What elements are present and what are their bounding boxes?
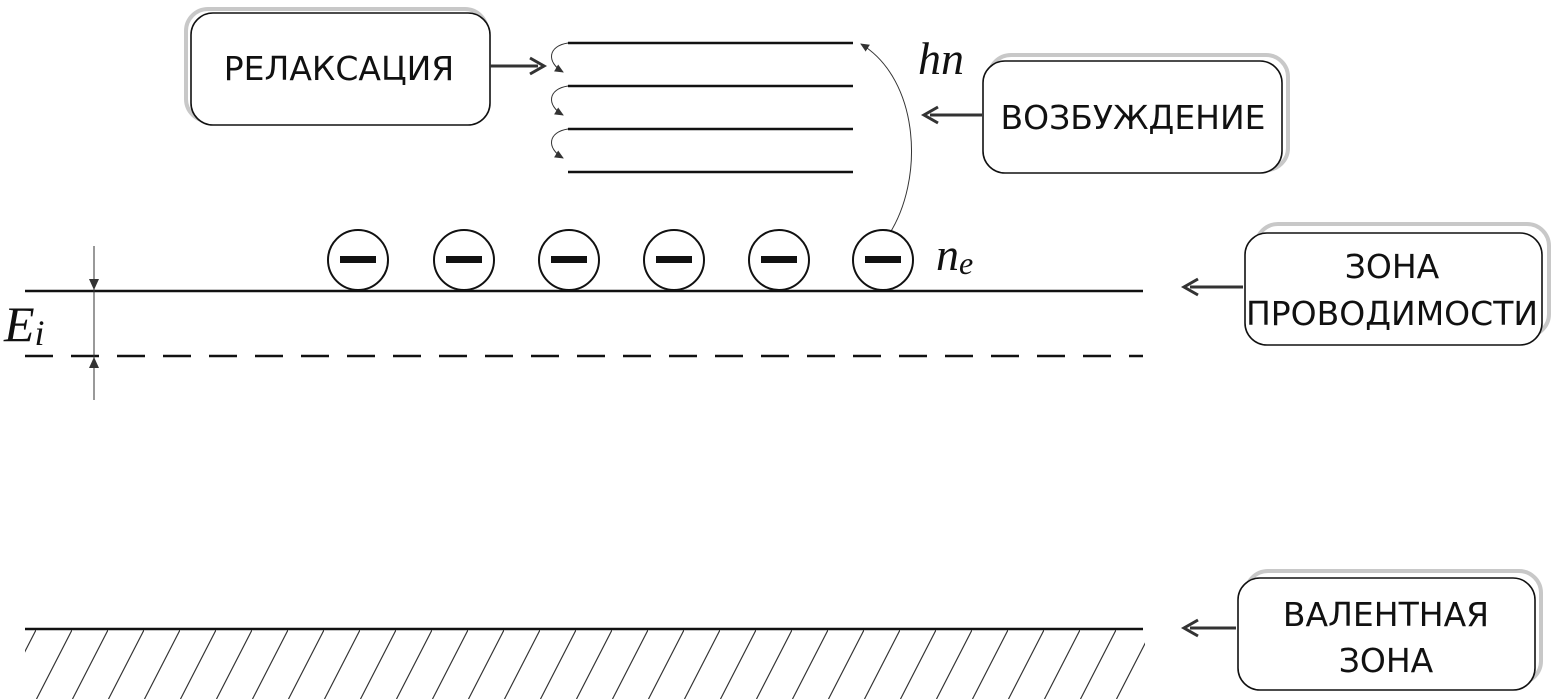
conduction-band-arrow: [1180, 277, 1243, 297]
relaxation-transitions: [551, 42, 569, 159]
electron: [538, 229, 600, 291]
energy-gap-marker: [89, 246, 99, 400]
excitation-box: ВОЗБУЖДЕНИЕ: [982, 53, 1290, 174]
relaxation-box: РЕЛАКСАЦИЯ: [184, 7, 491, 126]
electron: [433, 229, 495, 291]
valence-band-arrow: [1180, 618, 1236, 638]
relaxation-transition-arrow: [551, 85, 569, 116]
conduction-band-label-line2: ПРОВОДИМОСТИ: [1246, 294, 1538, 333]
valence-band-label-line1: ВАЛЕНТНАЯ: [1283, 595, 1489, 634]
electron: [643, 229, 705, 291]
excited-levels: [568, 41, 853, 174]
photon-energy-label: hn: [918, 33, 964, 84]
valence-band-hatching: [25, 630, 1145, 699]
conduction-band-box: ЗОНА ПРОВОДИМОСТИ: [1244, 222, 1551, 346]
electron: [327, 229, 389, 291]
excitation-label: ВОЗБУЖДЕНИЕ: [1000, 98, 1265, 137]
excitation-arrow: [920, 105, 982, 125]
electrons: [327, 229, 914, 291]
valence-band-label-line2: ЗОНА: [1339, 641, 1434, 680]
electron-density-label: ne: [936, 229, 973, 281]
electron: [748, 229, 810, 291]
relaxation-arrow: [490, 56, 548, 76]
ionization-energy-label: Ei: [3, 296, 45, 353]
relaxation-transition-arrow: [551, 128, 569, 159]
relaxation-transition-arrow: [551, 42, 569, 73]
excitation-transition-arrow: [860, 43, 912, 237]
relaxation-label: РЕЛАКСАЦИЯ: [224, 49, 454, 88]
conduction-band-label-line1: ЗОНА: [1345, 247, 1440, 286]
electron: [852, 229, 914, 291]
valence-band-box: ВАЛЕНТНАЯ ЗОНА: [1237, 569, 1543, 691]
